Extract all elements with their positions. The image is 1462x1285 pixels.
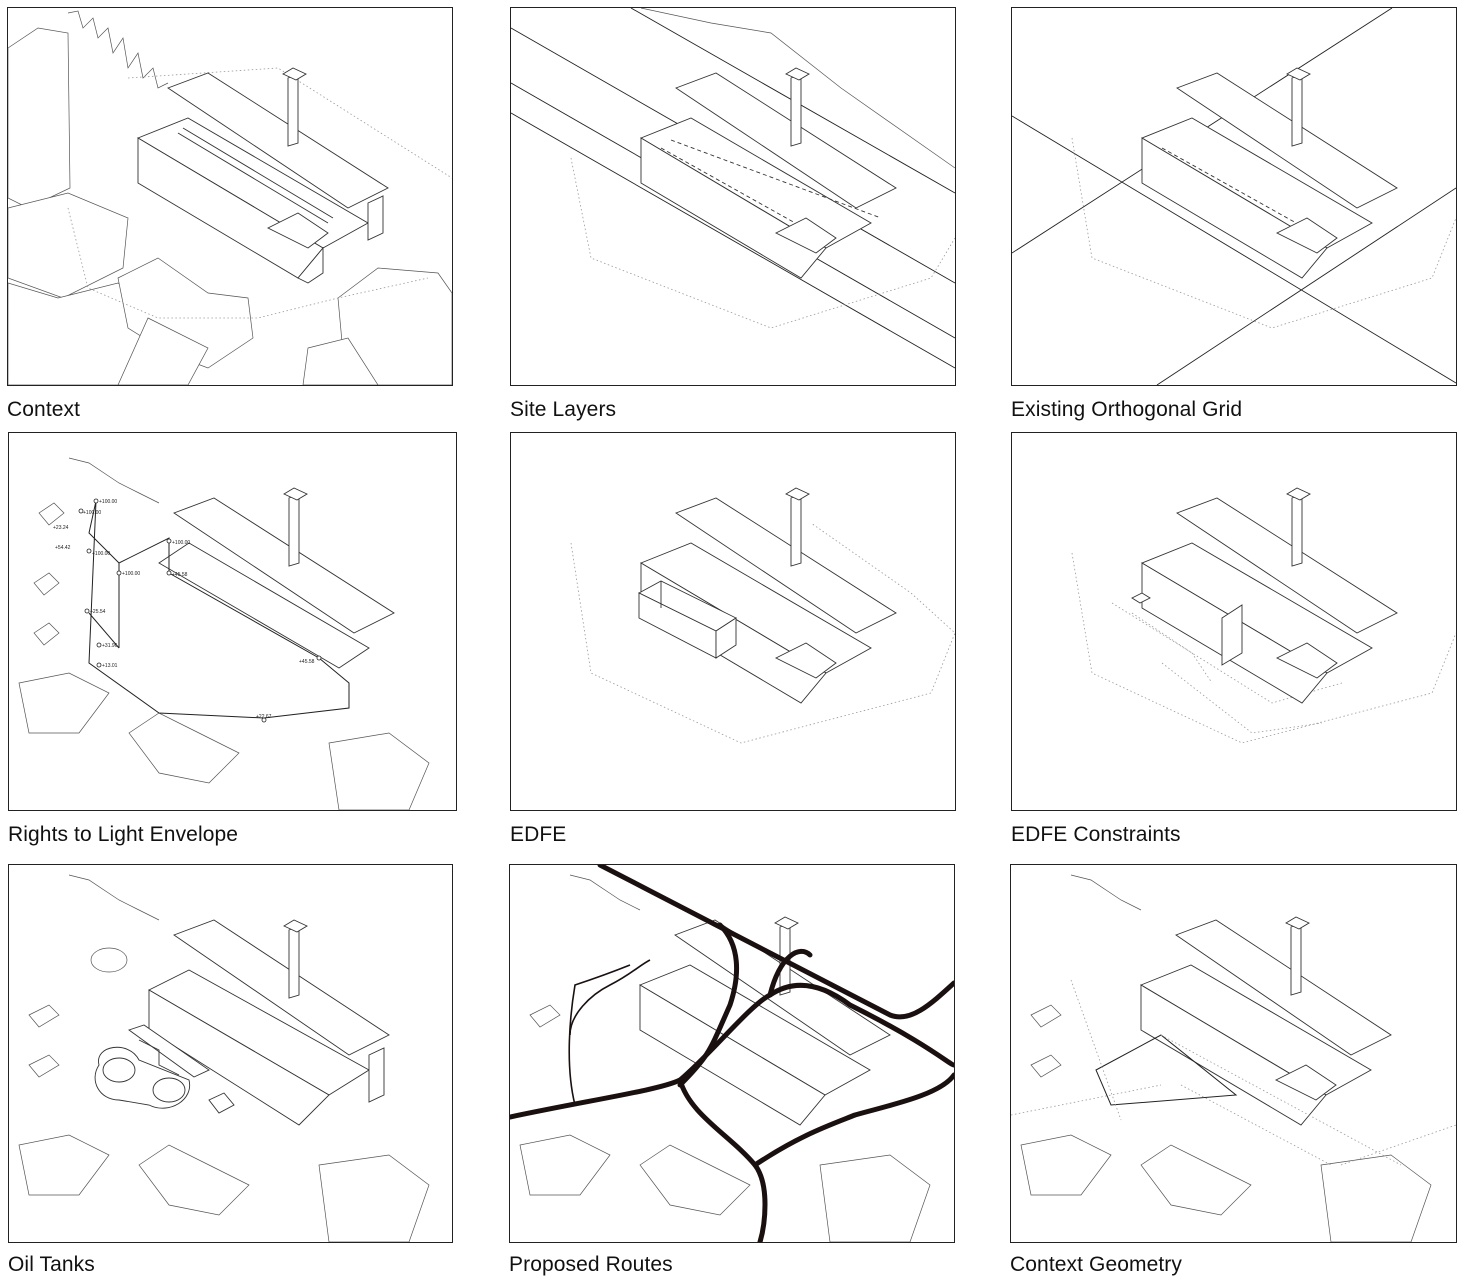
panel-orthogonal-grid-caption: Existing Orthogonal Grid (1011, 398, 1243, 421)
power-station-model (1142, 68, 1397, 278)
context-footprints (520, 875, 930, 1242)
panel-rights-to-light-drawing: +100.00 +100.00 +23.24 +54.42 +100.00 +1… (8, 432, 457, 811)
power-station-model (159, 488, 394, 668)
context-footprints (19, 458, 429, 810)
panel-orthogonal-grid-drawing (1011, 7, 1457, 386)
panel-site-layers-drawing (510, 7, 956, 386)
panel-proposed-routes: Proposed Routes (509, 864, 955, 1282)
panel-context-geometry-drawing (1010, 864, 1457, 1243)
height-label: +45.58 (172, 572, 188, 578)
height-label: +100.00 (83, 510, 101, 516)
power-station-model (138, 68, 388, 283)
panel-edfe: EDFE (510, 432, 956, 852)
light-envelope (78, 498, 349, 723)
height-label: +100.00 (99, 499, 117, 505)
panel-proposed-routes-caption: Proposed Routes (509, 1253, 673, 1276)
height-label: +25.54 (90, 609, 106, 615)
power-station-model (641, 68, 896, 278)
height-label: +22.67 (256, 714, 272, 720)
height-label: +45.58 (299, 659, 315, 665)
panel-oil-tanks: Oil Tanks (8, 864, 453, 1282)
height-label: +100.00 (122, 571, 140, 577)
context-buildings (8, 11, 452, 385)
panel-orthogonal-grid: Existing Orthogonal Grid (1011, 7, 1457, 427)
envelope-height-labels: +100.00 +100.00 +23.24 +54.42 +100.00 +1… (53, 499, 315, 720)
panel-context-caption: Context (7, 398, 81, 421)
power-station-model (149, 920, 389, 1125)
power-station-model (1141, 917, 1391, 1125)
context-footprints (19, 875, 429, 1242)
panel-edfe-constraints-drawing (1011, 432, 1457, 811)
panel-proposed-routes-drawing (509, 864, 955, 1243)
panel-site-layers-caption: Site Layers (510, 398, 617, 421)
power-station-model (1132, 488, 1397, 703)
panel-edfe-caption: EDFE (510, 823, 567, 846)
height-label: +54.42 (55, 545, 71, 551)
panel-site-layers: Site Layers (510, 7, 956, 427)
panel-edfe-drawing (510, 432, 956, 811)
height-label: +31.96 (102, 643, 118, 649)
height-label: +13.01 (102, 663, 118, 669)
panel-rights-to-light-caption: Rights to Light Envelope (8, 823, 239, 846)
panel-edfe-constraints: EDFE Constraints (1011, 432, 1457, 852)
panel-oil-tanks-drawing (8, 864, 453, 1243)
panel-context-geometry-caption: Context Geometry (1010, 1253, 1182, 1276)
height-label: +23.24 (53, 525, 69, 531)
oil-tanks-structure (95, 1025, 234, 1113)
panel-context-drawing (7, 7, 453, 386)
geometry-construction-lines (1011, 980, 1456, 1165)
edfe-volume (639, 581, 736, 658)
context-footprints (1021, 875, 1431, 1242)
route-network (510, 865, 954, 1242)
height-label: +100.00 (92, 551, 110, 557)
panel-rights-to-light: +100.00 +100.00 +23.24 +54.42 +100.00 +1… (8, 432, 457, 852)
constraint-outline (1072, 553, 1456, 743)
panel-context: Context (7, 7, 453, 427)
panel-edfe-constraints-caption: EDFE Constraints (1011, 823, 1181, 846)
panel-oil-tanks-caption: Oil Tanks (8, 1253, 95, 1276)
height-label: +100.00 (172, 540, 190, 546)
panel-context-geometry: Context Geometry (1010, 864, 1457, 1282)
